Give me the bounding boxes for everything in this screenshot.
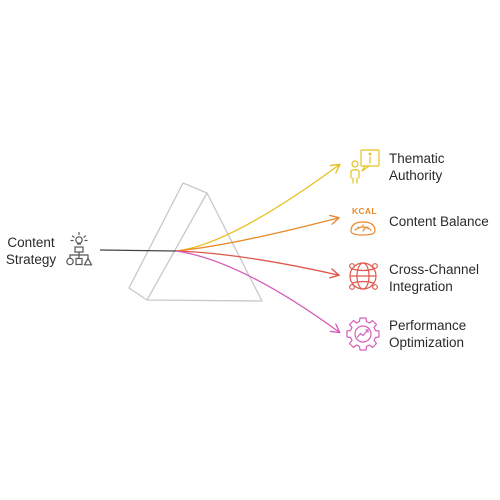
ray-performance [175, 250, 339, 332]
strategy-icon [66, 231, 93, 266]
output-rays [175, 165, 339, 332]
info-person-icon [350, 149, 380, 184]
output-label-cross-channel-integration: Cross-Channel Integration [389, 262, 480, 294]
input-label-content-strategy: Content Strategy [5, 235, 57, 267]
kcal-label: KCAL [352, 206, 377, 216]
ray-thematic-authority [175, 165, 339, 252]
output-label-performance-optimization: Performance Optimization [389, 318, 467, 350]
network-globe-icon [349, 262, 378, 290]
gear-chart-icon [346, 317, 380, 351]
output-label-content-balance: Content Balance [389, 214, 489, 229]
output-label-thematic-authority: Thematic Authority [389, 151, 445, 183]
input-beam [99, 249, 177, 252]
prism [128, 182, 263, 302]
kcal-scale-icon: KCAL [350, 206, 377, 236]
ray-cross-channel [175, 250, 338, 275]
ray-content-balance [175, 218, 338, 252]
